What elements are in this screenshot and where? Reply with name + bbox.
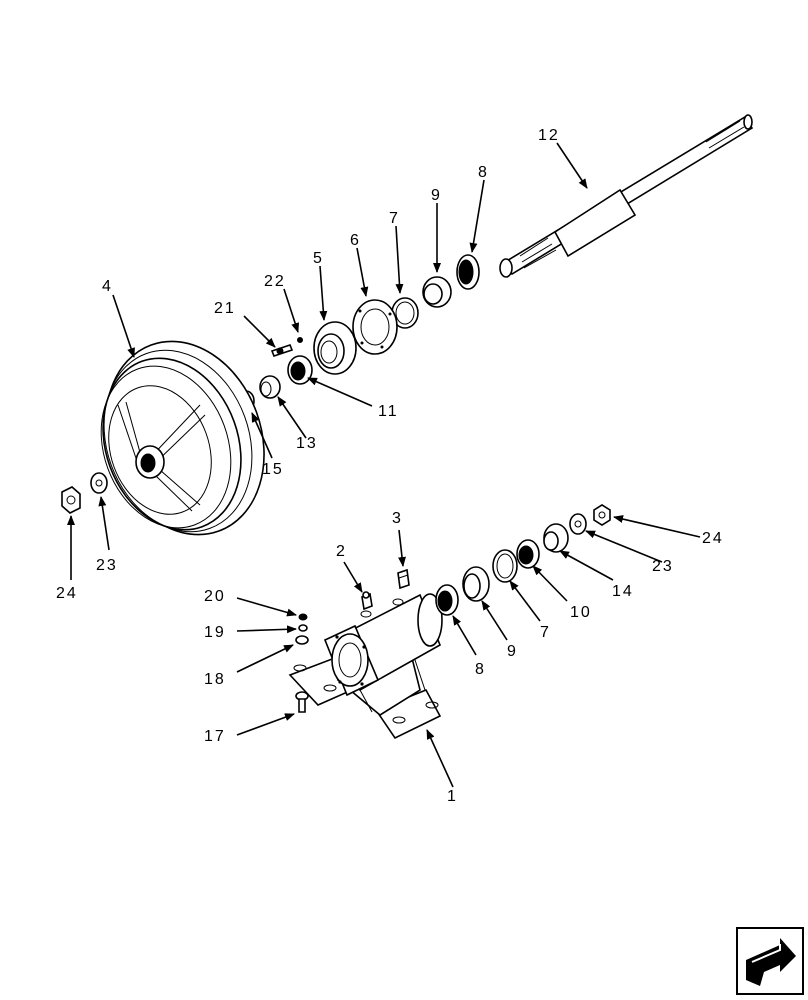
callout-12: 12	[538, 127, 560, 144]
callout-18: 18	[204, 671, 226, 688]
callout-19: 19	[204, 624, 226, 641]
callout-13: 13	[296, 435, 318, 452]
callout-15: 15	[262, 461, 284, 478]
spacer-sleeve	[543, 523, 569, 553]
page-navigation-arrow-icon[interactable]	[736, 927, 804, 995]
callout-3: 3	[392, 510, 403, 527]
callout-9-lower: 9	[507, 643, 518, 660]
leader-lines	[67, 142, 701, 788]
callout-11: 11	[378, 403, 399, 420]
callout-24-left: 24	[56, 585, 78, 602]
callout-23-left: 23	[96, 557, 118, 574]
spacer-bushing	[259, 375, 281, 399]
callout-1: 1	[447, 788, 458, 805]
lock-washer-small	[298, 624, 308, 632]
bearing-retainer	[313, 321, 357, 375]
callout-14: 14	[612, 583, 634, 600]
carriage-bolt	[295, 691, 309, 713]
bearing-cup-upper	[422, 276, 452, 308]
cap-screw	[270, 344, 294, 357]
callout-9-upper: 9	[431, 187, 442, 204]
callout-10: 10	[570, 604, 592, 621]
flat-washer-small	[295, 635, 309, 645]
hex-nut-left	[61, 486, 81, 514]
callout-6: 6	[350, 232, 361, 249]
bearing-housing	[288, 593, 443, 740]
callout-8-upper: 8	[478, 164, 489, 181]
oil-seal	[516, 539, 540, 569]
bearing-cone-retainer	[287, 355, 313, 385]
grease-fitting	[361, 591, 373, 611]
bearing-cone-lower	[435, 584, 459, 616]
bearing-cup-lower	[462, 566, 490, 602]
snap-ring-lower	[492, 549, 518, 583]
callout-2: 2	[336, 543, 347, 560]
callout-22: 22	[264, 273, 286, 290]
nut-small	[298, 613, 308, 621]
bearing-cone-upper	[456, 254, 480, 290]
callout-5: 5	[313, 250, 324, 267]
callout-21: 21	[214, 300, 236, 317]
flat-washer-left	[90, 472, 108, 494]
callout-24-right: 24	[702, 530, 724, 547]
gasket	[352, 299, 398, 355]
callout-8-lower: 8	[475, 661, 486, 678]
callout-17: 17	[204, 728, 226, 745]
shaft	[499, 114, 754, 278]
callout-20: 20	[204, 588, 226, 605]
pipe-plug	[397, 568, 410, 590]
callout-labels: 12 8 9 7 6 5 22 21 11 13 15 4 23 24 24 2…	[56, 127, 724, 805]
callout-23-right: 23	[652, 558, 674, 575]
flat-washer-right	[569, 513, 587, 535]
sheave-pulley	[100, 340, 265, 536]
callout-4: 4	[102, 278, 113, 295]
callout-7-upper: 7	[389, 210, 400, 227]
hex-nut-right	[593, 504, 611, 526]
callout-7-lower: 7	[540, 624, 551, 641]
lock-washer	[297, 337, 303, 343]
